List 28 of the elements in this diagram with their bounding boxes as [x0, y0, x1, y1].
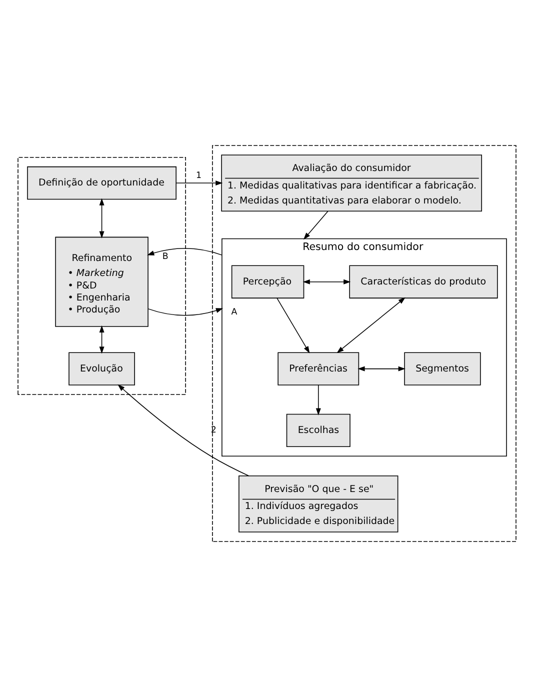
node-box: Preferências — [278, 352, 360, 386]
node-box: Previsão "O que - E se" 1. Indivíduos agregados 2. Publicidade e disponibilidade — [238, 476, 398, 532]
arrow — [336, 297, 406, 354]
cluster — [18, 156, 186, 395]
edge-label: B — [162, 252, 168, 262]
arrow — [358, 366, 406, 372]
node-box: Segmentos — [404, 352, 481, 386]
cluster — [212, 145, 516, 542]
node-box: Avaliação do consumidor 1. Medidas qualitativas para identificar a fabricação. 2. Medidas quantitativas para elaborar o modelo. — [221, 154, 482, 212]
arrow — [302, 279, 351, 284]
node-box: Evolução — [68, 352, 135, 386]
arrow — [176, 180, 223, 186]
node-box: Características do produto — [349, 265, 498, 298]
arrow — [99, 325, 104, 354]
arrow — [148, 308, 224, 316]
node-box: Refinamento • Marketing • P&D • Engenharia • Produção — [55, 236, 148, 327]
arrow — [118, 384, 250, 476]
node-box: Escolhas — [286, 414, 350, 448]
edge-label: 2 — [210, 426, 216, 436]
arrow — [147, 248, 222, 256]
arrow — [303, 210, 328, 240]
arrow — [316, 384, 321, 416]
node-box: Percepção — [231, 265, 304, 298]
edge-label: A — [231, 307, 238, 318]
arrow — [276, 298, 310, 354]
node-box: Definição de oportunidade — [27, 166, 176, 200]
edge-label: 1 — [196, 171, 202, 182]
arrow — [99, 198, 104, 238]
